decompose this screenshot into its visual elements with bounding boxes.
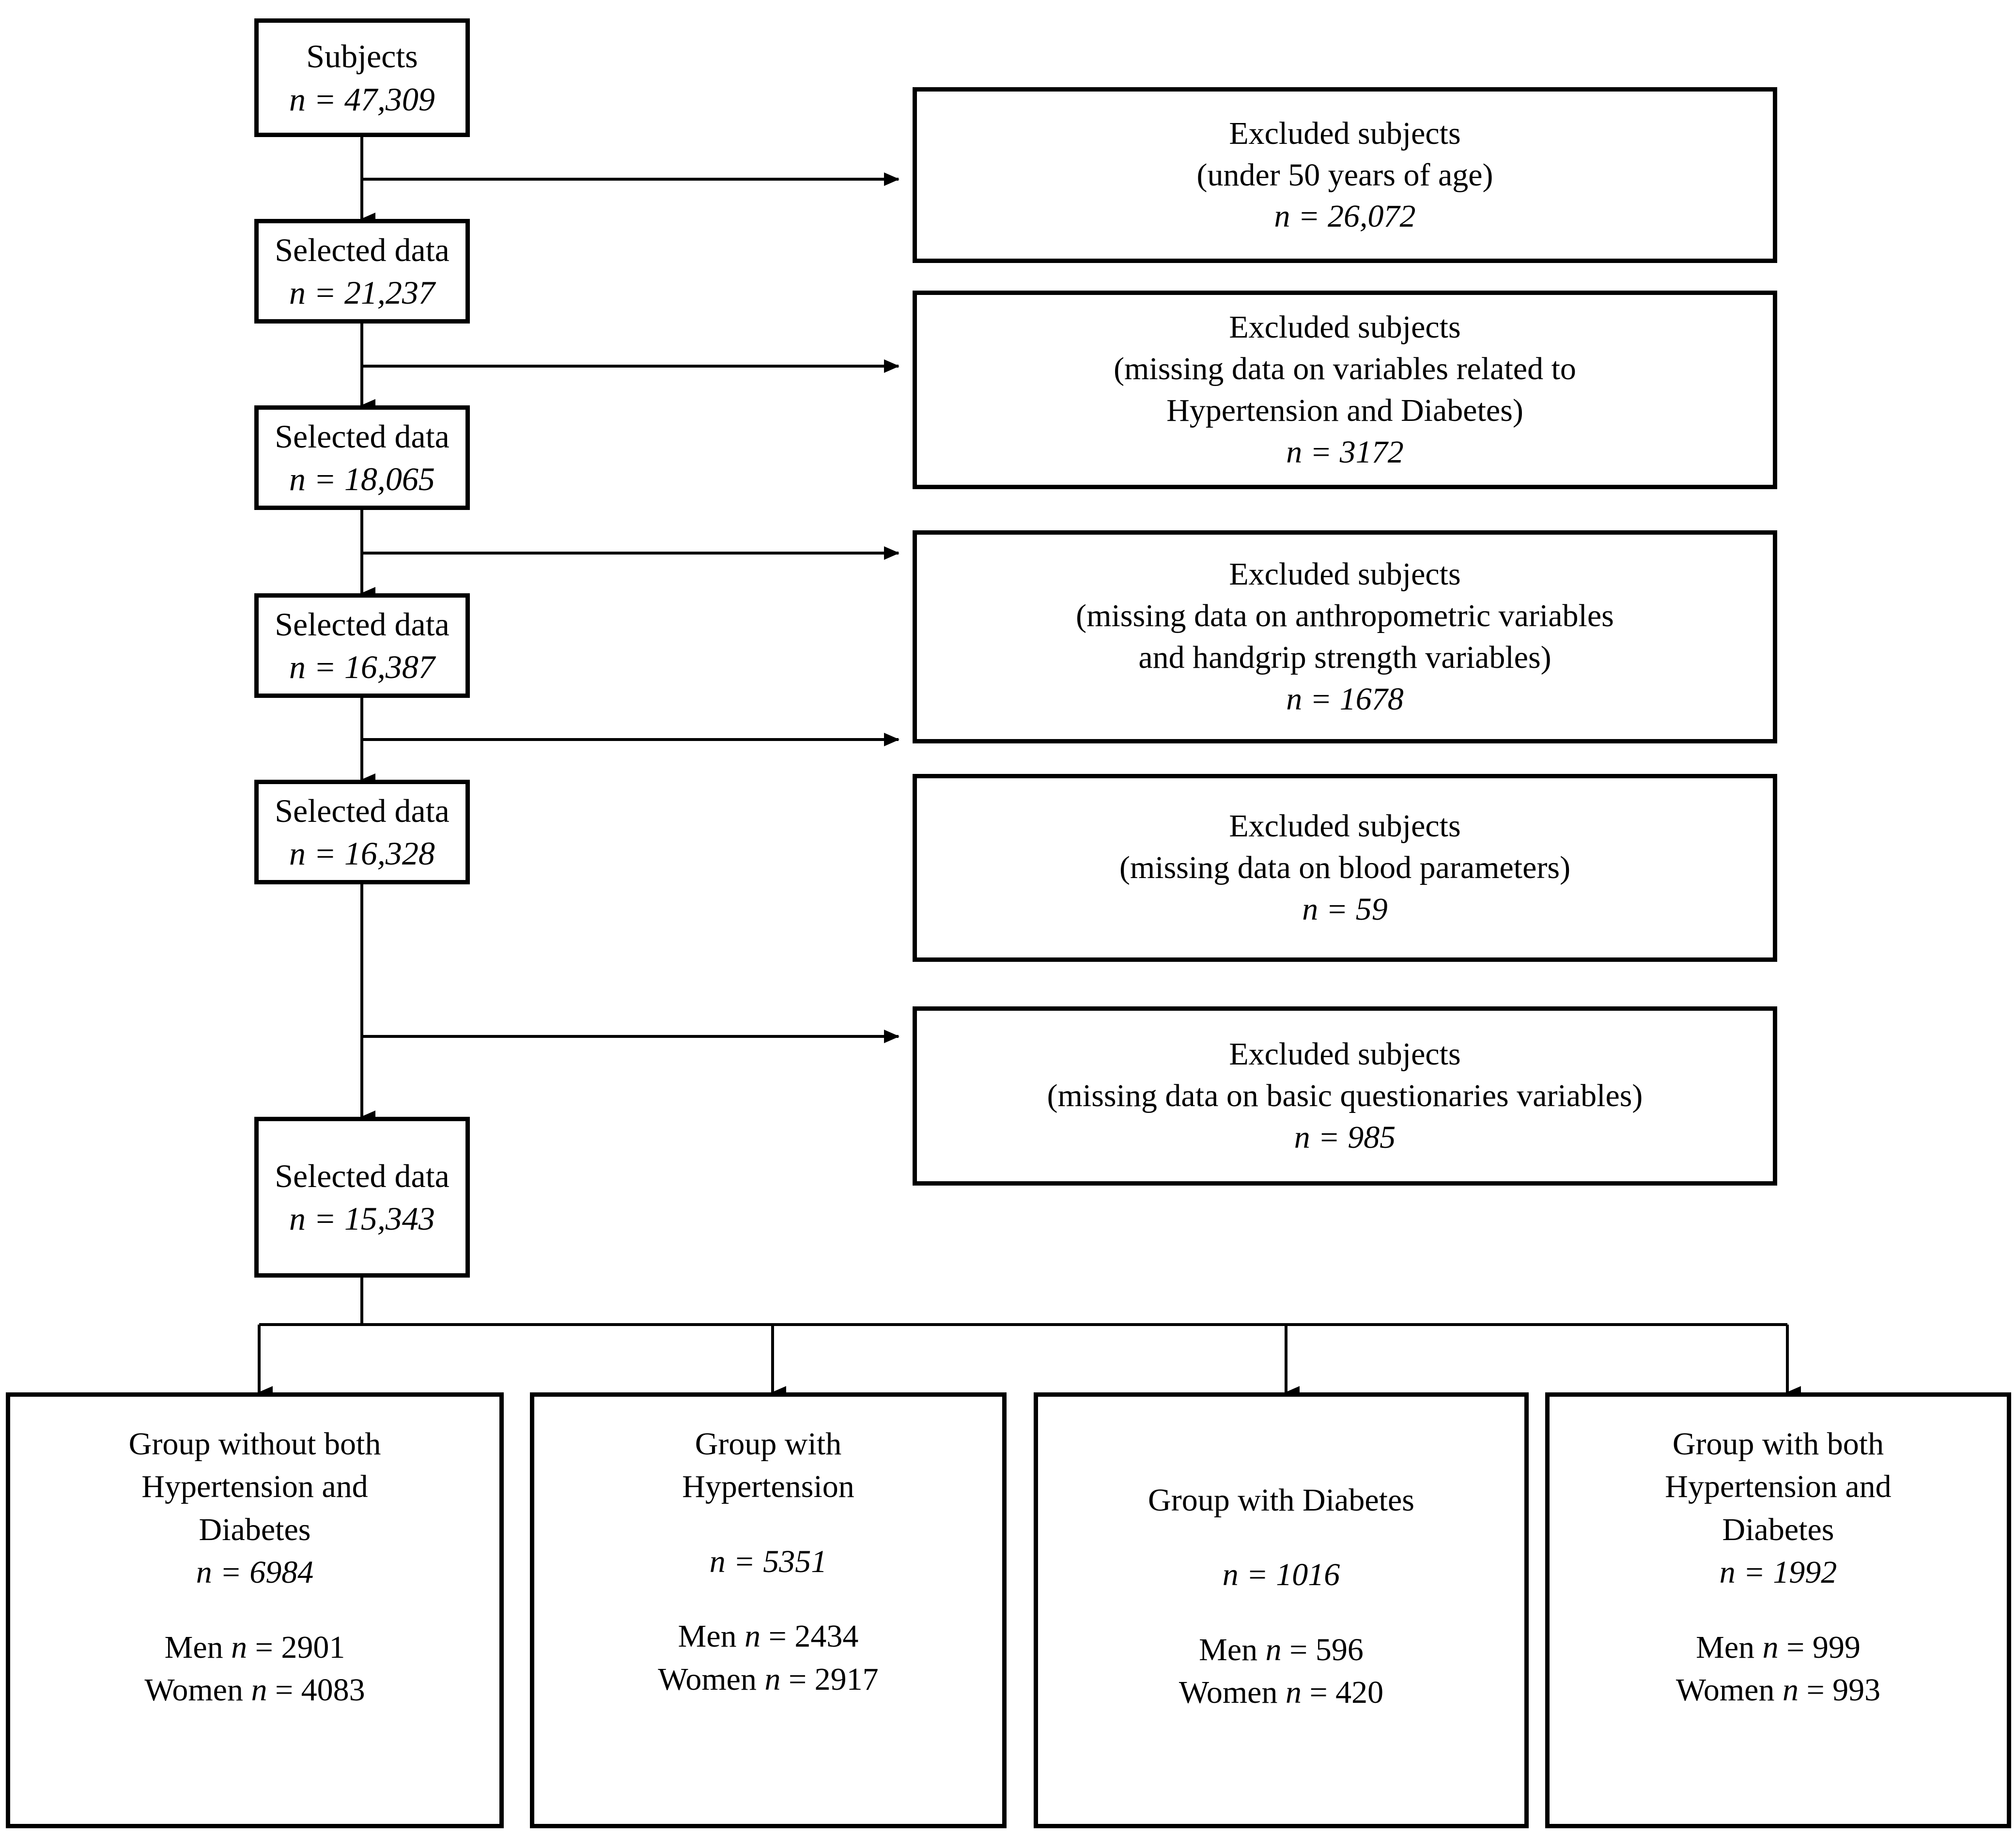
exclusion-reason: (missing data on basic questionaries var…: [1047, 1078, 1643, 1114]
exclusion-count: n = 59: [1302, 891, 1388, 927]
flow-node-title: Selected data: [275, 1157, 450, 1194]
flow-node-count: n = 21,237: [289, 274, 435, 311]
exclusion-title: Excluded subjects: [1229, 1036, 1461, 1072]
exclusion-node-2[interactable]: Excluded subjects (missing data on varia…: [913, 291, 1777, 489]
exclusion-reason: and handgrip strength variables): [1138, 640, 1551, 675]
exclusion-reason: (under 50 years of age): [1196, 157, 1493, 193]
flow-node-title: Selected data: [275, 231, 450, 268]
exclusion-reason: (missing data on variables related to: [1114, 351, 1576, 387]
flow-node-count: n = 16,387: [289, 648, 435, 685]
group-title-line: Diabetes: [1722, 1512, 1834, 1547]
group-node-both[interactable]: Group with both Hypertension and Diabete…: [1545, 1392, 2011, 1828]
group-title-line: Diabetes: [199, 1512, 311, 1547]
group-title-line: Hypertension and: [141, 1469, 368, 1505]
flow-node-count: n = 16,328: [289, 835, 435, 872]
group-count: n = 5351: [709, 1543, 827, 1579]
group-count: n = 1992: [1719, 1555, 1837, 1590]
exclusion-node-4[interactable]: Excluded subjects (missing data on blood…: [913, 774, 1777, 962]
group-women-count: Women n = 993: [1675, 1672, 1881, 1708]
flow-node-selected-3[interactable]: Selected data n = 16,387: [254, 593, 470, 698]
group-node-without-both[interactable]: Group without both Hypertension and Diab…: [6, 1392, 504, 1828]
flow-node-selected-4[interactable]: Selected data n = 16,328: [254, 780, 470, 884]
flow-node-subjects[interactable]: Subjects n = 47,309: [254, 18, 470, 137]
group-title-line: Hypertension and: [1665, 1469, 1892, 1505]
exclusion-node-1[interactable]: Excluded subjects (under 50 years of age…: [913, 87, 1777, 263]
exclusion-title: Excluded subjects: [1229, 309, 1461, 345]
flow-node-title: Selected data: [275, 605, 450, 643]
exclusion-title: Excluded subjects: [1229, 808, 1461, 844]
flow-node-title: Selected data: [275, 417, 450, 455]
flow-node-count: n = 47,309: [289, 80, 435, 118]
group-men-count: Men n = 2901: [164, 1629, 345, 1665]
exclusion-title: Excluded subjects: [1229, 115, 1461, 151]
group-node-diabetes[interactable]: Group with Diabetes n = 1016 Men n = 596…: [1034, 1392, 1529, 1828]
group-title-line: Hypertension: [682, 1469, 854, 1505]
flow-node-title: Subjects: [306, 38, 418, 75]
group-men-count: Men n = 596: [1199, 1632, 1364, 1667]
group-title-line: Group with: [695, 1426, 842, 1462]
exclusion-reason: (missing data on anthropometric variable…: [1076, 598, 1614, 634]
group-node-hypertension[interactable]: Group with Hypertension n = 5351 Men n =…: [530, 1392, 1007, 1828]
flow-node-count: n = 15,343: [289, 1200, 435, 1237]
exclusion-reason: Hypertension and Diabetes): [1166, 393, 1523, 428]
exclusion-node-3[interactable]: Excluded subjects (missing data on anthr…: [913, 530, 1777, 743]
flow-node-selected-2[interactable]: Selected data n = 18,065: [254, 405, 470, 510]
group-men-count: Men n = 999: [1696, 1629, 1861, 1665]
exclusion-node-5[interactable]: Excluded subjects (missing data on basic…: [913, 1006, 1777, 1186]
exclusion-count: n = 985: [1294, 1119, 1396, 1155]
group-count: n = 1016: [1222, 1557, 1340, 1593]
group-women-count: Women n = 4083: [144, 1672, 365, 1708]
exclusion-count: n = 3172: [1286, 434, 1404, 470]
flow-node-count: n = 18,065: [289, 461, 435, 497]
exclusion-count: n = 26,072: [1274, 199, 1416, 234]
flow-node-selected-5[interactable]: Selected data n = 15,343: [254, 1117, 470, 1278]
flow-node-title: Selected data: [275, 792, 450, 829]
group-count: n = 6984: [196, 1555, 314, 1590]
exclusion-count: n = 1678: [1286, 681, 1404, 717]
group-women-count: Women n = 2917: [658, 1661, 879, 1697]
group-women-count: Women n = 420: [1179, 1675, 1384, 1711]
group-men-count: Men n = 2434: [678, 1619, 859, 1654]
group-title-line: Group with Diabetes: [1148, 1482, 1414, 1518]
group-title-line: Group without both: [128, 1426, 381, 1462]
group-title-line: Group with both: [1672, 1426, 1884, 1462]
exclusion-title: Excluded subjects: [1229, 556, 1461, 592]
exclusion-reason: (missing data on blood parameters): [1119, 850, 1571, 886]
flow-node-selected-1[interactable]: Selected data n = 21,237: [254, 219, 470, 324]
